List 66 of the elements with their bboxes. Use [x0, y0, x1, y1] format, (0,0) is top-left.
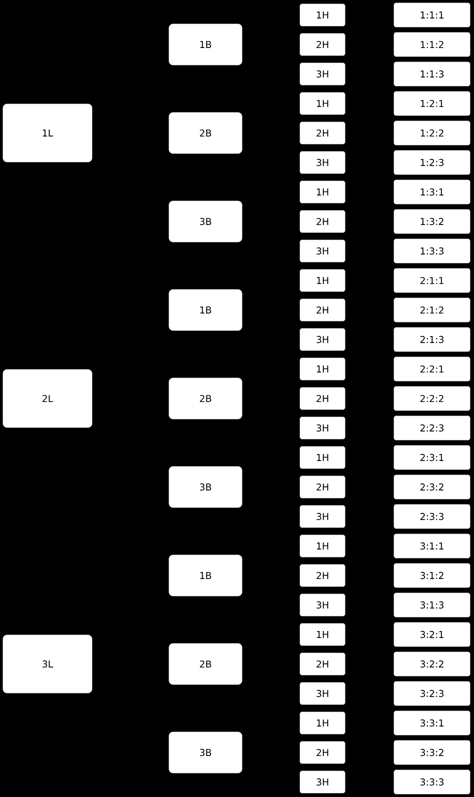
code-box: 3:3:2 — [394, 740, 470, 765]
item-box: 3H — [300, 240, 346, 262]
code-box: 3:2:3 — [394, 681, 470, 706]
level-box: 3L — [2, 634, 92, 694]
item-box: 2H — [300, 122, 346, 144]
level-box: 1L — [2, 104, 92, 162]
code-box: 2:2:2 — [394, 386, 470, 411]
code-box: 2:2:3 — [394, 416, 470, 440]
item-box: 3H — [300, 505, 346, 528]
item-box: 1H — [300, 180, 346, 204]
code-box: 1:2:1 — [394, 91, 470, 116]
item-box: 2H — [300, 564, 346, 587]
item-box: 3H — [300, 151, 346, 174]
branch-box: 2B — [168, 112, 242, 154]
item-box: 2H — [300, 652, 346, 676]
code-box: 1:1:2 — [394, 32, 470, 57]
item-box: 3H — [300, 416, 346, 440]
code-box: 2:2:1 — [394, 356, 470, 382]
item-box: 2H — [300, 387, 346, 410]
item-box: 1H — [300, 92, 346, 115]
item-box: 2H — [300, 33, 346, 56]
code-box: 3:2:1 — [394, 622, 470, 647]
item-box: 1H — [300, 623, 346, 646]
branch-box: 1B — [168, 24, 242, 66]
item-box: 2H — [300, 741, 346, 764]
branch-box: 2B — [168, 378, 242, 420]
item-box: 1H — [300, 712, 346, 734]
code-box: 3:1:3 — [394, 592, 470, 618]
item-box: 3H — [300, 328, 346, 351]
item-box: 3H — [300, 682, 346, 705]
code-box: 3:1:2 — [394, 563, 470, 588]
code-box: 2:3:2 — [394, 474, 470, 500]
code-box: 2:1:3 — [394, 327, 470, 352]
item-box: 1H — [300, 4, 346, 26]
item-box: 1H — [300, 269, 346, 292]
code-box: 1:2:3 — [394, 150, 470, 175]
branch-box: 1B — [168, 289, 242, 331]
item-box: 3H — [300, 62, 346, 86]
item-box: 1H — [300, 446, 346, 469]
item-box: 2H — [300, 210, 346, 233]
branch-box: 1B — [168, 554, 242, 596]
code-box: 2:1:2 — [394, 298, 470, 322]
code-box: 1:2:2 — [394, 120, 470, 146]
item-box: 3H — [300, 770, 346, 794]
code-box: 3:2:2 — [394, 652, 470, 676]
code-box: 3:3:3 — [394, 770, 470, 794]
code-box: 2:3:1 — [394, 445, 470, 470]
code-box: 1:1:1 — [394, 2, 470, 28]
code-box: 1:3:1 — [394, 180, 470, 204]
item-box: 1H — [300, 534, 346, 558]
code-box: 1:3:3 — [394, 238, 470, 264]
branch-box: 3B — [168, 466, 242, 508]
branch-box: 3B — [168, 732, 242, 774]
branch-box: 2B — [168, 643, 242, 685]
code-box: 3:1:1 — [394, 534, 470, 558]
branch-box: 3B — [168, 200, 242, 242]
level-box: 2L — [2, 369, 92, 428]
item-box: 1H — [300, 358, 346, 380]
code-box: 3:3:1 — [394, 710, 470, 736]
code-box: 2:3:3 — [394, 504, 470, 529]
code-box: 1:1:3 — [394, 62, 470, 86]
code-box: 2:1:1 — [394, 268, 470, 293]
item-box: 2H — [300, 476, 346, 498]
item-box: 2H — [300, 298, 346, 322]
item-box: 3H — [300, 594, 346, 616]
code-box: 1:3:2 — [394, 209, 470, 234]
